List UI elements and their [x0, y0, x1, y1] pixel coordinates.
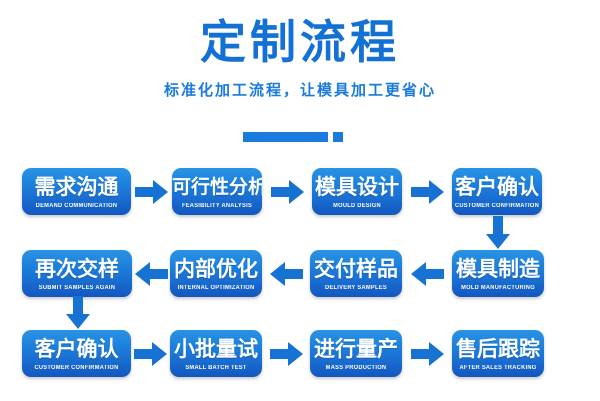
- flow-node-caption: SUBMIT SAMPLES AGAIN: [38, 285, 116, 291]
- flow-node[interactable]: 客户确认 CUSTOMER CONFIRMATION: [452, 168, 542, 215]
- flow-node-title: 内部优化: [174, 257, 258, 281]
- arrow-left-icon: [411, 262, 444, 286]
- flow-node-caption: CUSTOMER CONFIRMATION: [34, 365, 119, 371]
- flow-node[interactable]: 进行量产 MASS PRODUCTION: [310, 330, 402, 377]
- flow-node[interactable]: 需求沟通 DEMAND COMMUNICATION: [22, 168, 131, 215]
- flow-node-title: 再次交样: [35, 257, 119, 281]
- row1-to-row2-down-arrow-icon: [486, 216, 510, 249]
- flow-node-caption: CUSTOMER CONFIRMATION: [454, 203, 539, 209]
- flow-node-caption: MOLD MANUFACTURING: [461, 285, 535, 291]
- flow-node-title: 小批量试: [174, 337, 258, 361]
- divider-dot-icon: [333, 132, 343, 142]
- arrow-right-icon: [411, 180, 444, 204]
- flow-node-caption: AFTER SALES TRACKING: [459, 365, 537, 371]
- arrow-right-icon: [411, 342, 444, 366]
- page-subtitle: 标准化加工流程，让模具加工更省心: [163, 81, 436, 99]
- flow-node-caption: DELIVERY SAMPLES: [325, 285, 387, 291]
- flow-node[interactable]: 小批量试 SMALL BATCH TEST: [170, 330, 262, 377]
- flow-node-title: 模具制造: [456, 257, 540, 281]
- header: 定制流程 标准化加工流程，让模具加工更省心: [0, 0, 600, 100]
- flow-node[interactable]: 交付样品 DELIVERY SAMPLES: [310, 250, 402, 297]
- flow-node-title: 需求沟通: [34, 175, 119, 199]
- flow-node[interactable]: 可行性分析 FEASIBILITY ANALYSIS: [172, 168, 262, 215]
- flow-node-title: 模具设计: [315, 175, 399, 199]
- flow-node-title: 售后跟踪: [456, 337, 540, 361]
- flow-node-title: 客户确认: [34, 337, 119, 361]
- flow-node-caption: DEMAND COMMUNICATION: [35, 203, 118, 209]
- header-divider: [0, 132, 600, 143]
- flow-node[interactable]: 模具设计 MOULD DESIGN: [312, 168, 402, 215]
- arrow-left-icon: [135, 262, 168, 286]
- flow-node[interactable]: 模具制造 MOLD MANUFACTURING: [452, 250, 544, 297]
- flow-node-title: 交付样品: [314, 257, 398, 281]
- arrow-right-icon: [134, 342, 167, 366]
- divider-bar-icon: [243, 132, 328, 142]
- flow-node-title: 可行性分析: [172, 176, 262, 198]
- arrow-right-icon: [271, 180, 304, 204]
- flow-node[interactable]: 售后跟踪 AFTER SALES TRACKING: [452, 330, 544, 377]
- flow-node-title: 客户确认: [455, 175, 539, 199]
- flow-node-caption: MASS PRODUCTION: [325, 365, 387, 371]
- flow-node[interactable]: 内部优化 INTERNAL OPTIMIZATION: [170, 250, 262, 297]
- flow-node-caption: FEASIBILITY ANALYSIS: [181, 203, 253, 209]
- row2-to-row3-down-arrow-icon: [66, 296, 90, 329]
- flow-node-caption: INTERNAL OPTIMIZATION: [177, 285, 255, 291]
- page-title: 定制流程: [200, 15, 400, 69]
- flow-node[interactable]: 客户确认 CUSTOMER CONFIRMATION: [22, 330, 131, 377]
- flow-node-caption: MOULD DESIGN: [333, 203, 381, 209]
- arrow-right-icon: [270, 342, 303, 366]
- arrow-right-icon: [135, 180, 168, 204]
- arrow-left-icon: [270, 262, 303, 286]
- flow-node-title: 进行量产: [314, 337, 398, 361]
- flow-node-caption: SMALL BATCH TEST: [185, 365, 247, 371]
- flow-node[interactable]: 再次交样 SUBMIT SAMPLES AGAIN: [22, 250, 132, 297]
